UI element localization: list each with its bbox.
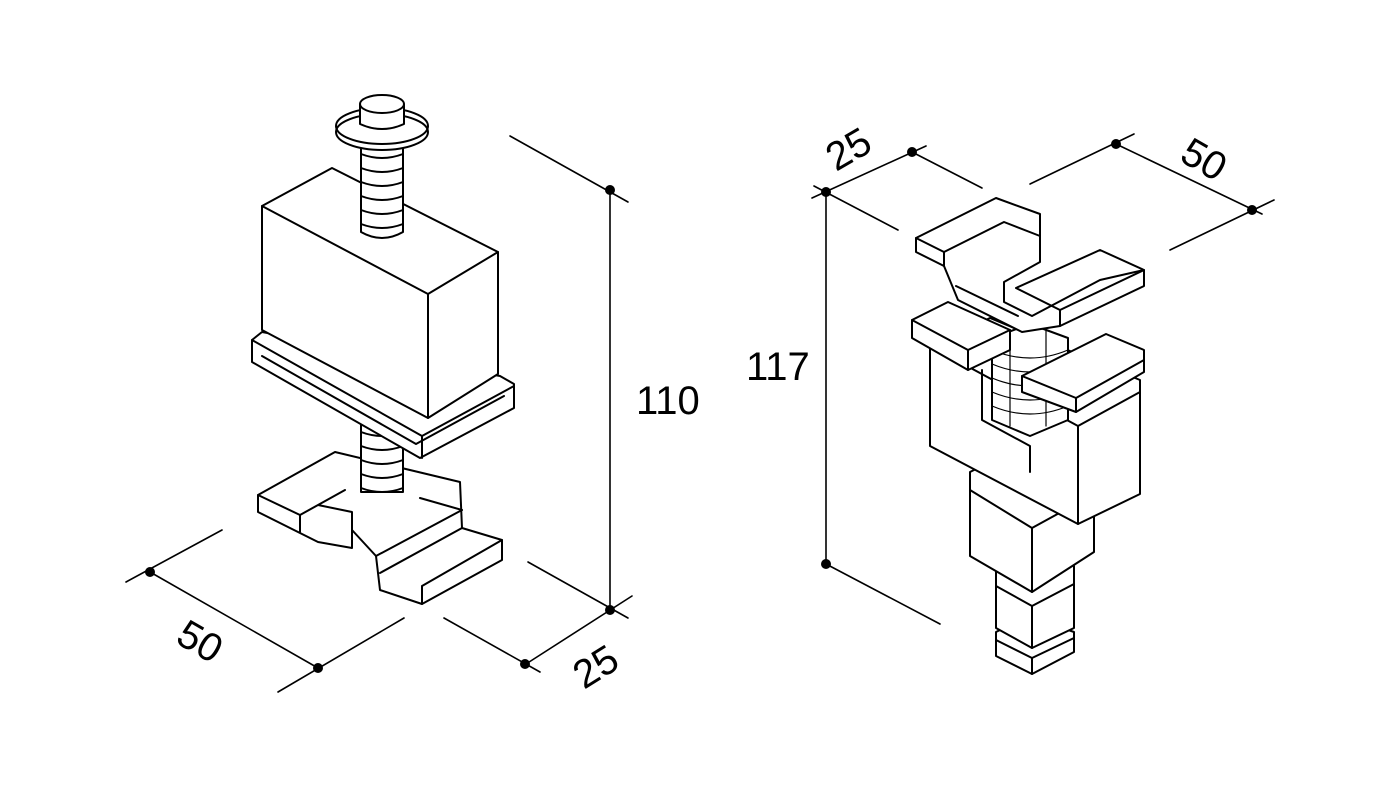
right-dimensions bbox=[811, 133, 1275, 625]
left-dimensions bbox=[125, 135, 633, 693]
left-block-body bbox=[261, 167, 499, 419]
left-height-dimension-label: 110 bbox=[636, 379, 700, 423]
right-width-dimension-label: 50 bbox=[1174, 130, 1235, 190]
right-left-tab bbox=[911, 301, 1011, 371]
left-clamp-illustration bbox=[251, 94, 515, 605]
right-clamp-illustration bbox=[911, 197, 1145, 675]
left-upper-thread bbox=[360, 139, 404, 239]
right-top-clip bbox=[915, 197, 1145, 333]
left-depth-dimension-label: 25 bbox=[565, 637, 626, 698]
right-right-tab bbox=[1021, 333, 1145, 413]
left-width-dimension-label: 50 bbox=[170, 612, 231, 672]
left-foot-plate bbox=[257, 451, 503, 605]
right-height-dimension-label: 117 bbox=[746, 345, 810, 389]
left-screw-head bbox=[335, 94, 429, 151]
